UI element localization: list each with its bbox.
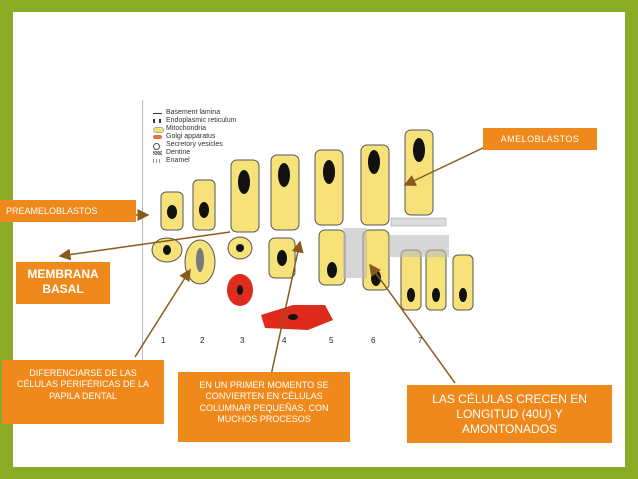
ameloblast-figure: Basement lamina Endoplasmic reticulum Mi… xyxy=(142,100,494,361)
bottom-row-cells xyxy=(151,228,474,330)
cells-illustration xyxy=(151,129,474,330)
stage-number: 1 xyxy=(161,336,166,345)
stage-number: 6 xyxy=(371,336,376,345)
legend-item-enamel: Enamel xyxy=(153,157,190,164)
legend-item-er: Endoplasmic reticulum xyxy=(153,117,236,124)
label-preameloblastos: PREAMELOBLASTOS xyxy=(0,200,136,222)
vesicle-icon xyxy=(153,143,160,150)
legend-item-basement-lamina: Basement lamina xyxy=(153,109,220,116)
label-primer-momento: EN UN PRIMER MOMENTO SE CONVIERTEN EN CÉ… xyxy=(178,372,350,442)
mito-icon xyxy=(153,127,164,133)
stage-number: 5 xyxy=(329,336,334,345)
stage-number: 4 xyxy=(282,336,287,345)
legend-item-dentine: Dentine xyxy=(153,149,190,156)
dentine-icon xyxy=(153,151,162,155)
label-diferenciarse: DIFERENCIARSE DE LAS CÉLULAS PERIFÉRICAS… xyxy=(2,360,164,424)
er-icon xyxy=(153,119,161,123)
legend-item-vesicles: Secretory vesicles xyxy=(153,141,223,150)
legend-item-mitochondria: Mitochondria xyxy=(153,125,206,133)
stage-number: 7 xyxy=(418,336,423,345)
enamel-icon xyxy=(153,159,162,163)
top-row-cells xyxy=(160,129,447,233)
legend-item-golgi: Golgi apparatus xyxy=(153,133,215,140)
label-ameloblastos: AMELOBLASTOS xyxy=(483,128,597,150)
stage-number: 3 xyxy=(240,336,245,345)
label-membrana-basal: MEMBRANA BASAL xyxy=(16,262,110,304)
golgi-icon xyxy=(153,135,162,139)
label-crecen: LAS CÉLULAS CRECEN EN LONGITUD (40U) Y A… xyxy=(407,385,612,443)
stage-number: 2 xyxy=(200,336,205,345)
line-icon xyxy=(153,113,162,114)
